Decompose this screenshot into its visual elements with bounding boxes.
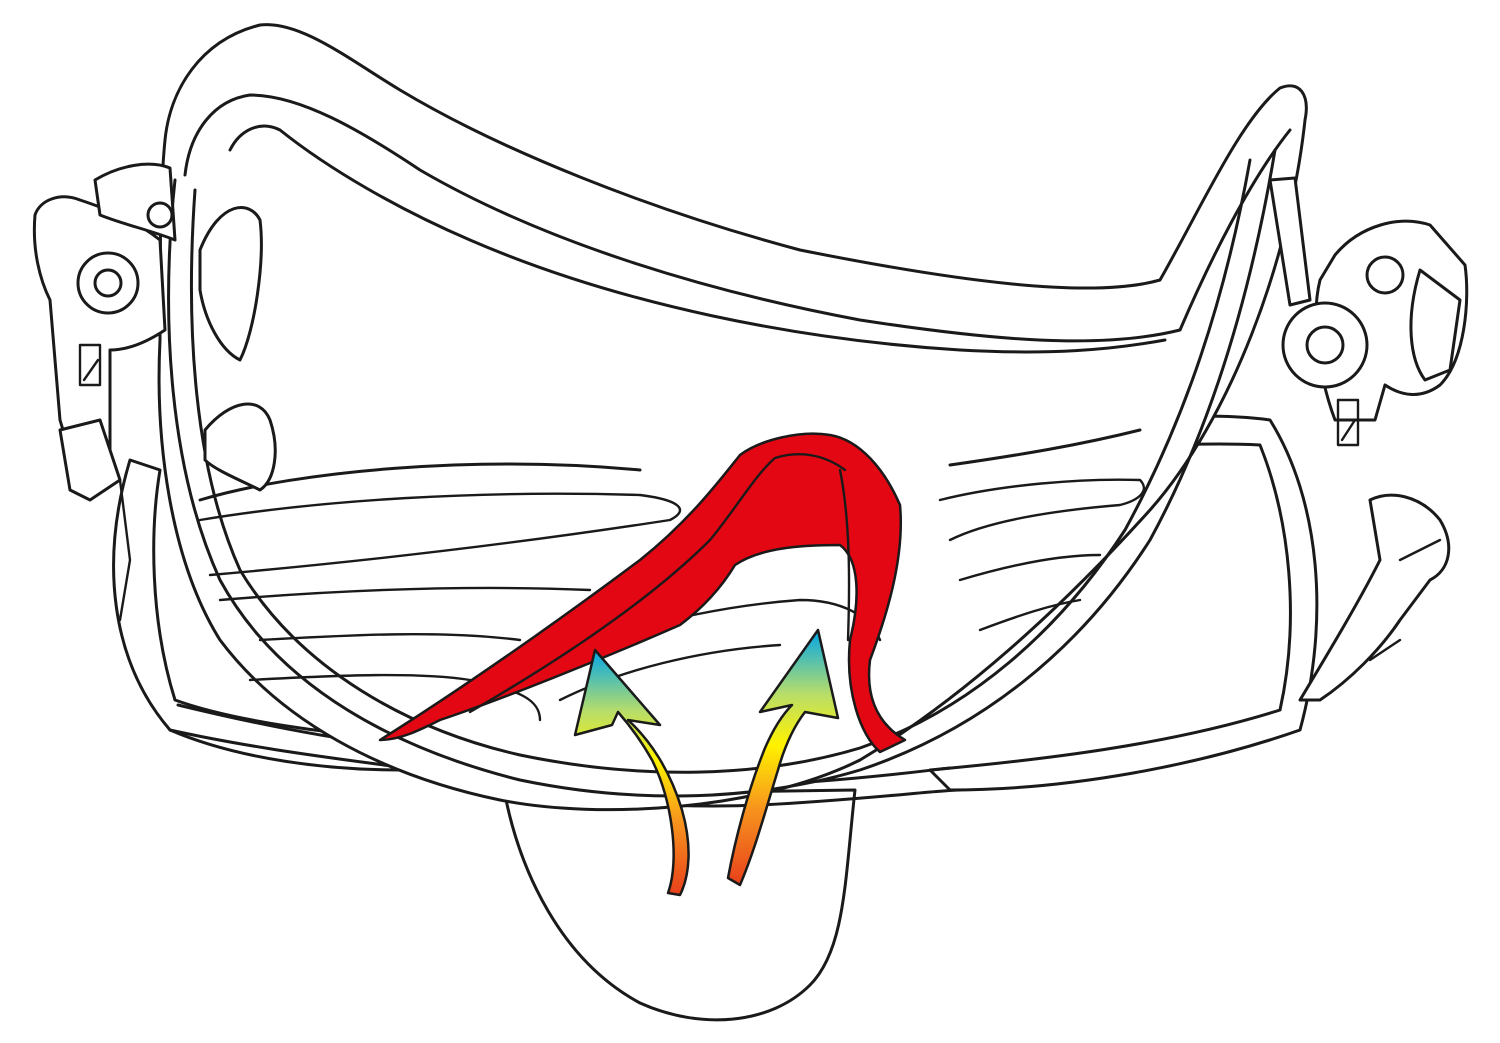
left-strap-buckle-icon bbox=[32, 162, 177, 622]
skirt-groove-3 bbox=[248, 673, 542, 722]
left-inner-tab bbox=[198, 206, 263, 362]
airflow-arrow-left bbox=[573, 648, 690, 897]
frame-inner-contour bbox=[183, 93, 1292, 343]
red-deflector-edge bbox=[468, 453, 851, 714]
frame-lens-edge bbox=[228, 124, 1167, 354]
right-strap-buckle-icon bbox=[1268, 176, 1469, 702]
airflow-arrow-icon bbox=[573, 628, 840, 897]
red-deflector bbox=[378, 432, 907, 754]
lens-curve bbox=[167, 148, 1277, 798]
lens-curve-inner bbox=[189, 158, 1252, 774]
skirt-groove-2 bbox=[218, 586, 592, 642]
nose-pocket bbox=[503, 788, 857, 1022]
skirt-groove-1 bbox=[198, 492, 682, 577]
skirt-groove-right-2 bbox=[958, 553, 1102, 632]
skirt-groove-right-1 bbox=[938, 478, 1146, 542]
frame-lower-ridge bbox=[198, 428, 1142, 502]
airflow-arrow-right bbox=[726, 628, 840, 887]
main-frame bbox=[157, 23, 1308, 812]
left-inner-flap bbox=[203, 402, 277, 492]
